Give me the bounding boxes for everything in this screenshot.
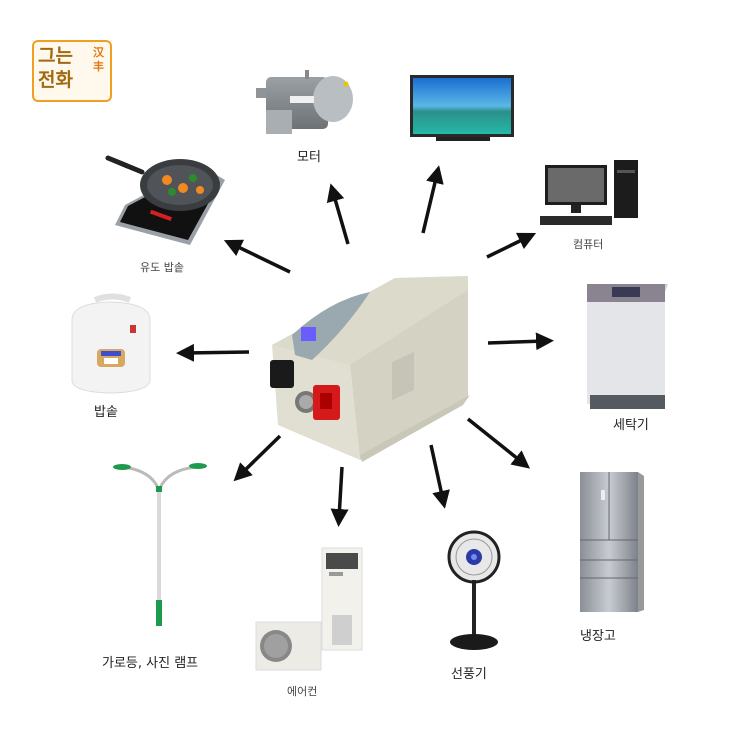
arrow-to-street-lamp <box>233 434 282 482</box>
induction-cooker-image <box>105 155 225 245</box>
arrow-to-tv <box>421 165 444 234</box>
fan-image <box>447 530 501 650</box>
arrow-to-air-conditioner <box>330 466 349 527</box>
arrow-to-induction-cooker <box>223 239 291 274</box>
air-conditioner-image <box>255 547 363 671</box>
appliance-label-computer: 컴퓨터 <box>573 238 604 251</box>
appliance-label-air-conditioner: 에어컨 <box>287 685 318 698</box>
appliance-label-fan: 선풍기 <box>451 667 487 682</box>
appliance-label-refrigerator: 냉장고 <box>580 629 616 644</box>
arrow-to-computer <box>486 232 537 259</box>
appliance-label-street-lamp: 가로등, 사진 램프 <box>102 656 199 671</box>
inverter-ac-socket <box>270 360 294 388</box>
logo-text: 그는 전화 <box>38 44 73 92</box>
arrow-to-fan <box>429 444 450 509</box>
inverter-image <box>270 276 470 462</box>
appliance-label-motor: 모터 <box>297 150 321 165</box>
refrigerator-image <box>580 472 644 612</box>
street-lamp-image <box>113 463 207 626</box>
rice-cooker-image <box>71 293 151 394</box>
inverter-lcd <box>301 327 316 341</box>
logo-side-text: 汉丰 <box>93 46 104 73</box>
arrow-to-motor <box>326 183 350 245</box>
brand-logo: 그는 전화 汉丰 <box>32 40 112 102</box>
appliance-label-induction-cooker: 유도 밥솥 <box>140 261 184 274</box>
computer-image <box>540 160 638 225</box>
washing-machine-image <box>587 284 668 409</box>
tv-image <box>410 75 514 141</box>
arrow-to-washing-machine <box>487 332 554 351</box>
arrows <box>176 165 554 527</box>
logo-line-1: 그는 <box>38 45 73 67</box>
appliance-label-washing-machine: 세탁기 <box>613 418 649 433</box>
appliance-label-rice-cooker: 밥솥 <box>94 405 118 420</box>
arrow-to-refrigerator <box>466 417 531 469</box>
motor-image <box>256 70 353 134</box>
arrow-to-rice-cooker <box>176 343 250 362</box>
logo-line-2: 전화 <box>38 69 73 91</box>
